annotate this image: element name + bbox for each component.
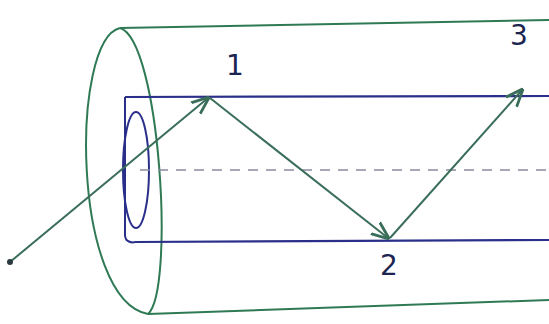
light-ray (10, 98, 208, 262)
core-edge (135, 240, 549, 242)
ray-source (7, 259, 13, 265)
core-edge (125, 96, 549, 97)
callout-number: 2 (380, 252, 398, 280)
light-ray (390, 90, 522, 238)
fiber-axis (140, 169, 549, 171)
cladding-end (86, 28, 148, 314)
cladding-edge (120, 20, 549, 28)
cladding-end (120, 28, 162, 314)
light-ray (210, 98, 388, 238)
callout-number: 3 (510, 22, 528, 50)
callout-number: 1 (226, 52, 244, 80)
cladding-edge (148, 300, 549, 314)
